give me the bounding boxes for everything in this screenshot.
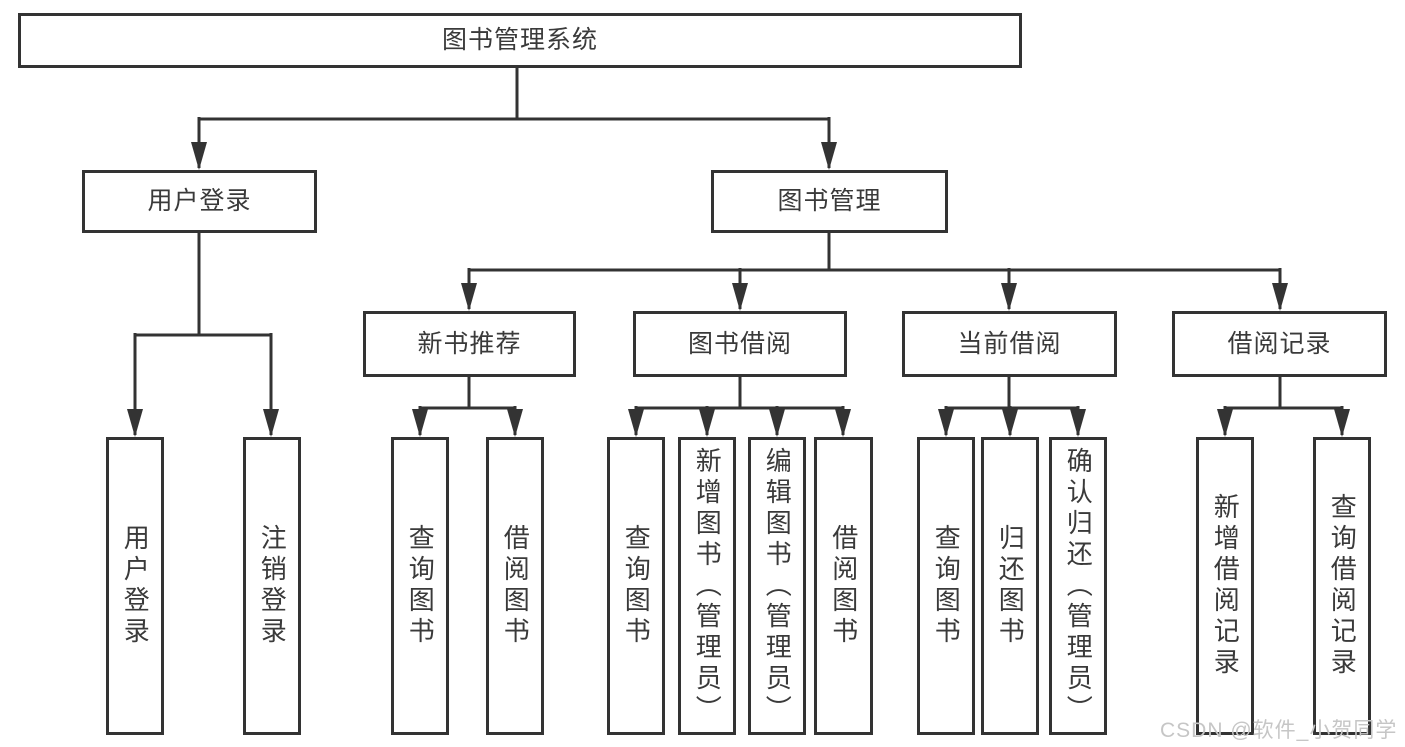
node-new-book-recommend: 新书推荐 bbox=[363, 311, 576, 377]
node-book-management: 图书管理 bbox=[711, 170, 948, 233]
node-root: 图书管理系统 bbox=[18, 13, 1022, 68]
arrow-down-icon bbox=[1272, 283, 1288, 311]
arrow-down-icon bbox=[412, 409, 428, 437]
watermark: CSDN @软件_小贺同学 bbox=[1160, 719, 1398, 742]
arrow-down-icon bbox=[1002, 409, 1018, 437]
connector-bookmgmt-to-level3 bbox=[467, 233, 1282, 309]
leaf-confirm-return-admin: 确认归还（管理员） bbox=[1049, 437, 1107, 735]
leaf-borrow-book: 借阅图书 bbox=[814, 437, 873, 735]
arrowheads bbox=[127, 142, 1350, 437]
node-user-login-branch: 用户登录 bbox=[82, 170, 317, 233]
leaf-query-borrow-record: 查询借阅记录 bbox=[1313, 437, 1371, 735]
arrow-down-icon bbox=[821, 142, 837, 170]
leaf-query-book-recommend: 查询图书 bbox=[391, 437, 449, 735]
connector-userlogin-to-leaves bbox=[133, 233, 273, 435]
arrow-down-icon bbox=[1070, 409, 1086, 437]
arrow-down-icon bbox=[938, 409, 954, 437]
arrow-down-icon bbox=[1334, 409, 1350, 437]
arrow-down-icon bbox=[835, 409, 851, 437]
arrow-down-icon bbox=[461, 283, 477, 311]
arrow-down-icon bbox=[769, 409, 785, 437]
leaf-logout: 注销登录 bbox=[243, 437, 301, 735]
arrow-down-icon bbox=[1001, 283, 1017, 311]
leaf-user-login: 用户登录 bbox=[106, 437, 164, 735]
arrow-down-icon bbox=[732, 283, 748, 311]
connector-newbook-to-leaves bbox=[418, 377, 517, 435]
leaf-return-book: 归还图书 bbox=[981, 437, 1039, 735]
arrow-down-icon bbox=[1217, 409, 1233, 437]
node-book-borrow: 图书借阅 bbox=[633, 311, 847, 377]
arrow-down-icon bbox=[628, 409, 644, 437]
node-current-borrow: 当前借阅 bbox=[902, 311, 1117, 377]
arrow-down-icon bbox=[507, 409, 523, 437]
arrow-down-icon bbox=[191, 142, 207, 170]
leaf-add-borrow-record: 新增借阅记录 bbox=[1196, 437, 1254, 735]
leaf-borrow-book-recommend: 借阅图书 bbox=[486, 437, 544, 735]
leaf-query-book-borrow: 查询图书 bbox=[607, 437, 665, 735]
connector-lines bbox=[133, 68, 1344, 435]
arrow-down-icon bbox=[699, 409, 715, 437]
arrow-down-icon bbox=[127, 409, 143, 437]
leaf-add-book-admin: 新增图书（管理员） bbox=[678, 437, 736, 735]
leaf-edit-book-admin: 编辑图书（管理员） bbox=[748, 437, 806, 735]
leaf-query-book-current: 查询图书 bbox=[917, 437, 975, 735]
connector-root-to-level2 bbox=[197, 68, 831, 168]
arrow-down-icon bbox=[263, 409, 279, 437]
connector-record-to-leaves bbox=[1223, 377, 1344, 435]
node-borrow-record: 借阅记录 bbox=[1172, 311, 1387, 377]
connector-borrow-to-leaves bbox=[634, 377, 845, 435]
